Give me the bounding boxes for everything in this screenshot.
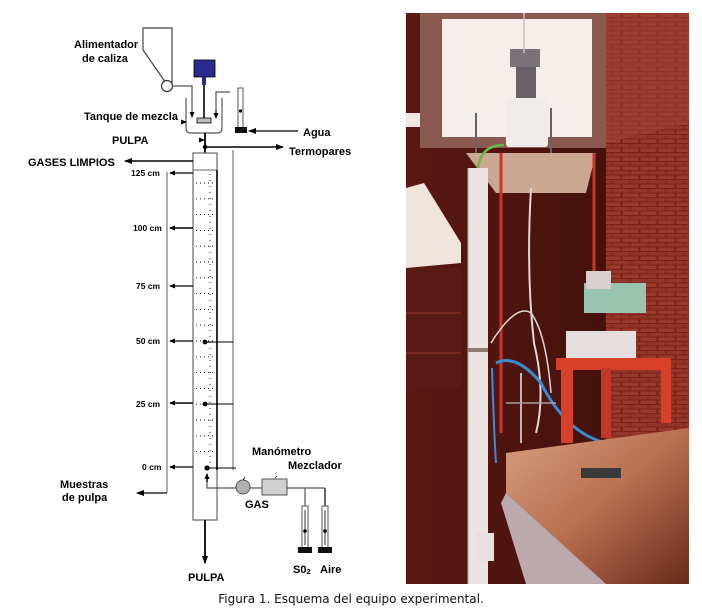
mixing-tank: [181, 91, 230, 134]
limestone-feeder: [142, 27, 195, 118]
height-label: 75 cm: [136, 281, 161, 291]
manometer-label: Manómetro: [252, 446, 312, 458]
motor-icon: [193, 59, 216, 78]
so2-rotameter: [298, 505, 312, 553]
height-port-50: 50 cm: [136, 336, 233, 346]
so2-label-subscript: 2: [306, 567, 310, 576]
height-label: 0 cm: [142, 462, 162, 472]
air-label: Aire: [320, 564, 341, 576]
gas-inlet: [204, 473, 326, 506]
equipment-photo-image: [406, 13, 689, 584]
so2-valve-icon: [298, 547, 312, 553]
samples-label-line1: Muestras: [60, 479, 108, 491]
equipment-photo: [406, 13, 689, 584]
height-label: 50 cm: [136, 336, 161, 346]
lab-bench: [506, 428, 689, 584]
red-stand: [556, 358, 671, 370]
samples-label-line2: de pulpa: [62, 492, 108, 504]
so2-label-main: S0: [293, 564, 306, 576]
height-port-100: 100 cm: [133, 223, 193, 233]
height-port-125: 125 cm: [131, 168, 193, 178]
figure-caption: Figura 1. Esquema del equipo experimenta…: [218, 592, 484, 606]
process-schematic: Alimentador de caliza Tanque de mezcla A…: [28, 27, 351, 584]
manometer-icon: [235, 479, 251, 495]
mix-tank-label: Tanque de mezcla: [84, 111, 179, 123]
water-label: Agua: [303, 127, 331, 139]
pulp-in-label: PULPA: [112, 135, 149, 147]
mixer-label: Mezclador: [288, 460, 343, 472]
clean-gases-label: GASES LIMPIOS: [28, 157, 115, 169]
height-port-25: 25 cm: [136, 399, 233, 409]
pulp-out-label: PULPA: [188, 572, 225, 584]
water-valve-icon: [235, 127, 247, 133]
so2-label: S02: [293, 564, 311, 576]
air-rotameter: [318, 505, 332, 553]
height-label: 100 cm: [133, 223, 162, 233]
bubble-column: [192, 152, 218, 521]
stirrer-motor: [193, 59, 216, 124]
feeder-label-line2: de caliza: [82, 53, 129, 65]
impeller-icon: [196, 117, 212, 124]
thermocouples-label: Termopares: [289, 146, 351, 158]
feeder-label-line1: Alimentador: [74, 39, 139, 51]
height-label: 25 cm: [136, 399, 161, 409]
column: [468, 168, 488, 584]
water-rotameter: [235, 87, 247, 133]
feeder-valve-icon: [160, 79, 174, 93]
mixer-icon: [261, 478, 288, 496]
gas-label: GAS: [245, 499, 269, 511]
height-port-0: 0 cm: [142, 462, 236, 472]
air-valve-icon: [318, 547, 332, 553]
height-port-75: 75 cm: [136, 281, 193, 291]
height-label: 125 cm: [131, 168, 160, 178]
